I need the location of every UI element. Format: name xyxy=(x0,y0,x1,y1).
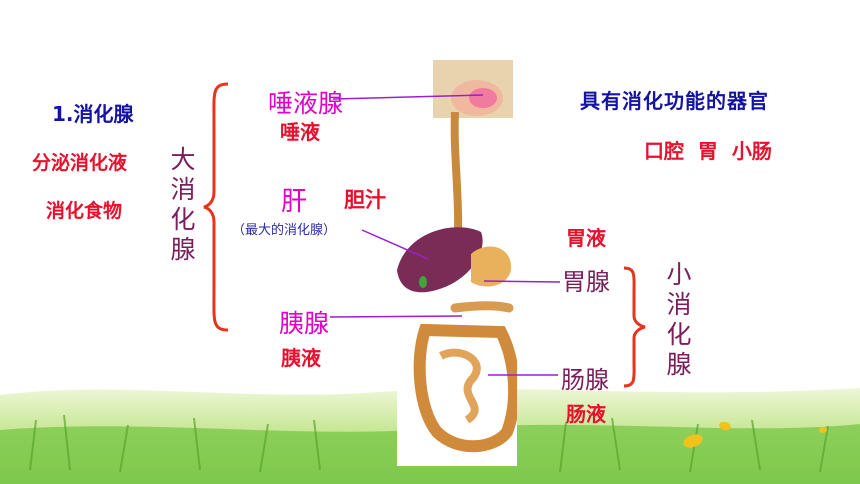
organs-title: 具有消化功能的器官 xyxy=(580,89,769,113)
small-gland-brace xyxy=(623,266,646,388)
pancreatic-juice-label: 胰液 xyxy=(281,346,321,370)
intestinal-juice-label: 肠液 xyxy=(566,402,606,426)
yellow-leaf-icon xyxy=(683,434,703,448)
large-gland-brace xyxy=(203,82,229,332)
small-glands-label: 小 消 化 腺 xyxy=(666,260,692,379)
large-glands-label: 大 消 化 腺 xyxy=(170,145,196,264)
salivary-gland-label: 唾液腺 xyxy=(268,89,344,118)
gastric-gland-label: 胃腺 xyxy=(562,268,610,296)
pancreas-label: 胰腺 xyxy=(279,309,330,338)
organs-list: 口腔 胃 小肠 xyxy=(644,139,772,163)
function-secrete: 分泌消化液 xyxy=(32,152,128,174)
liver-label: 肝 xyxy=(281,187,308,217)
intestinal-gland-label: 肠腺 xyxy=(561,366,609,394)
liver-note: （最大的消化腺） xyxy=(232,223,337,238)
digestive-system-illustration xyxy=(397,60,521,466)
function-digest: 消化食物 xyxy=(46,200,123,222)
digestive-gland-title: 1.消化腺 xyxy=(52,102,134,126)
bile-label: 胆汁 xyxy=(344,188,386,212)
saliva-label: 唾液 xyxy=(280,120,320,144)
gastric-juice-label: 胃液 xyxy=(566,226,606,250)
